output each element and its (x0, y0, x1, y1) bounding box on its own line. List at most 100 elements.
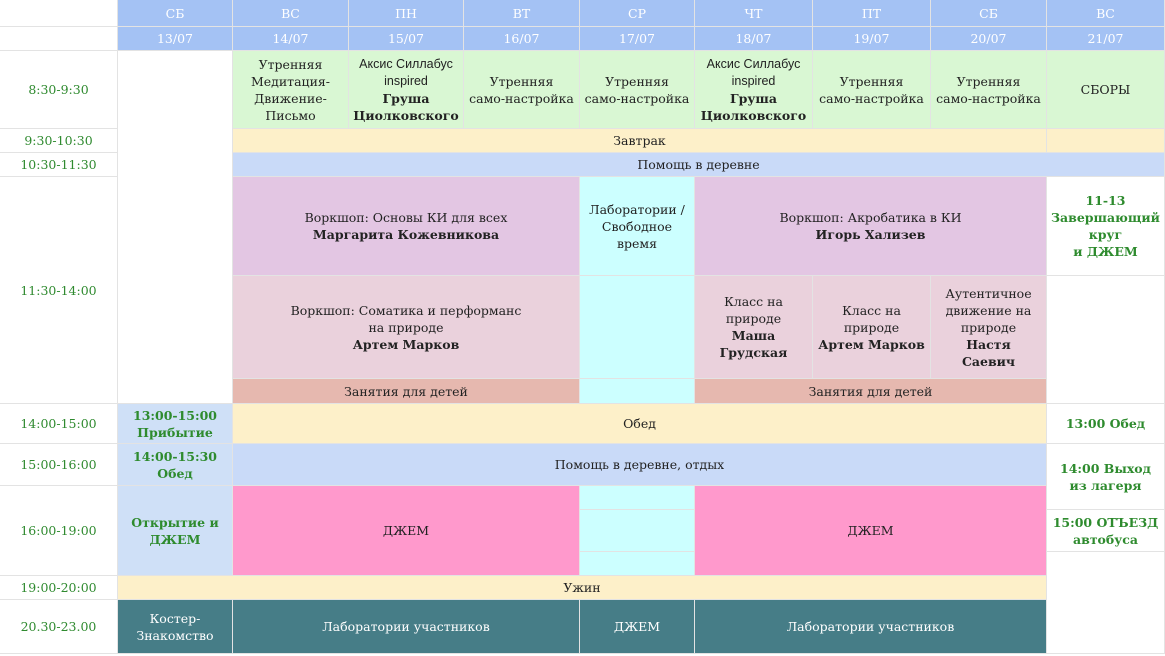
final-circle-cell: 11-13 Завершающий круг и ДЖЕМ (1047, 177, 1165, 276)
empty-cell (1047, 129, 1165, 153)
date-header: 20/07 (931, 27, 1047, 51)
day-header: ПН (349, 0, 464, 27)
arrival-time: 13:00-15:00 (133, 407, 217, 423)
event-cell: Утренняя само-настройка (931, 51, 1047, 129)
class-cell: Класс на природе Маша Грудская (695, 276, 813, 379)
event-cell: Утренняя само-настройка (580, 51, 695, 129)
date-header: 18/07 (695, 27, 813, 51)
date-header: 13/07 (118, 27, 233, 51)
workshop-lead: Игорь Хализев (815, 227, 926, 242)
class-cell: Аутентичное движение на природе Настя Са… (931, 276, 1047, 379)
arrival-lunch-cell: 14:00-15:30 Обед (118, 444, 233, 486)
arrival-lunch-time: 14:00-15:30 (133, 448, 217, 464)
event-title: Аксис Силлабус (706, 56, 801, 71)
event-title: само-настройка (469, 90, 574, 106)
final-circle-label: Завершающий круг (1051, 210, 1160, 242)
event-cell: СБОРЫ (1047, 51, 1165, 129)
labs-participants-cell: Лаборатории участников (695, 600, 1047, 654)
arrival-label: Прибытие (137, 424, 213, 440)
labs-cell (580, 276, 695, 379)
day-header: ВС (233, 0, 349, 27)
time-slot: 9:30-10:30 (0, 129, 118, 153)
event-title: СБОРЫ (1080, 82, 1131, 97)
time-slot: 20.30-23.00 (0, 600, 118, 654)
dinner-row: Ужин (118, 576, 1047, 600)
day-header: СБ (118, 0, 233, 27)
time-slot: 10:30-11:30 (0, 153, 118, 177)
event-cell: Утренняя само-настройка (813, 51, 931, 129)
day-header: СБ (931, 0, 1047, 27)
event-cell: Аксис Силлабус inspired Груша Циолковско… (695, 51, 813, 129)
time-slot: 15:00-16:00 (0, 444, 118, 486)
class-title: Класс на (842, 302, 901, 318)
labs-cell (580, 379, 695, 404)
workshop-cell: Воркшоп: Акробатика в КИ Игорь Хализев (695, 177, 1047, 276)
date-header: 19/07 (813, 27, 931, 51)
event-title: Аксис Силлабус (359, 56, 453, 71)
workshop-title: Воркшоп: Соматика и перформанс (290, 302, 522, 318)
event-title: само-настройка (584, 90, 690, 106)
kids-cell: Занятия для детей (695, 379, 1047, 404)
date-header: 15/07 (349, 27, 464, 51)
date-header: 16/07 (464, 27, 580, 51)
workshop-cell: Воркшоп: Основы КИ для всех Маргарита Ко… (233, 177, 580, 276)
date-header: 14/07 (233, 27, 349, 51)
time-slot: 16:00-19:00 (0, 486, 118, 576)
event-title: inspired (731, 73, 776, 88)
workshop-lead: Артем Марков (352, 336, 460, 352)
jam-cell: ДЖЕМ (233, 486, 580, 576)
event-cell: Аксис Силлабус inspired Груша Циолковско… (349, 51, 464, 129)
jam-cell: ДЖЕМ (695, 486, 1047, 576)
campfire-cell: Костер-Знакомство (118, 600, 233, 654)
class-title: Класс на (724, 294, 783, 309)
empty-cell (1047, 552, 1165, 654)
time-slot: 11:30-14:00 (0, 177, 118, 404)
class-cell: Класс на природе Артем Марков (813, 276, 931, 379)
opening-cell: Открытие и ДЖЕМ (118, 486, 233, 576)
workshop-lead: Маргарита Кожевникова (312, 227, 500, 242)
village-help-row: Помощь в деревне (233, 153, 1165, 177)
labs-cell (580, 552, 695, 576)
day-header: ВТ (464, 0, 580, 27)
class-lead: Маша Грудская (719, 328, 788, 360)
event-title: Утренняя (489, 73, 554, 89)
event-title: Утренняя (956, 73, 1021, 89)
event-lead: Циолковского (700, 107, 807, 123)
class-title: природе (725, 311, 782, 326)
time-slot: 14:00-15:00 (0, 404, 118, 444)
labs-participants-cell: Лаборатории участников (233, 600, 580, 654)
event-lead: Циолковского (353, 107, 459, 123)
event-title: Утренняя (839, 73, 904, 89)
labs-title: Лаборатории / Свободное время (589, 201, 685, 251)
event-title: Утренняя Медитация-Движение-Письмо (250, 56, 331, 123)
final-lunch: 13:00 Обед (1047, 404, 1165, 444)
jam-evening-cell: ДЖЕМ (580, 600, 695, 654)
event-cell: Утренняя Медитация-Движение-Письмо (233, 51, 349, 129)
date-header: 17/07 (580, 27, 695, 51)
arrival-lunch-label: Обед (157, 465, 193, 481)
labs-cell: Лаборатории / Свободное время (580, 177, 695, 276)
event-title: Утренняя (605, 73, 669, 89)
class-title: природе (843, 319, 900, 335)
day-header: ЧТ (695, 0, 813, 27)
class-lead: Настя Саевич (961, 336, 1016, 369)
village-rest-row: Помощь в деревне, отдых (233, 444, 1047, 486)
workshop-title: Воркшоп: Основы КИ для всех (304, 210, 508, 225)
corner-cell (0, 27, 118, 51)
workshop-title: на природе (368, 319, 444, 335)
final-leave: 14:00 Выход из лагеря (1047, 444, 1165, 510)
breakfast-row: Завтрак (233, 129, 1047, 153)
class-title: Аутентичное движение на природе (945, 285, 1032, 335)
event-cell: Утренняя само-настройка (464, 51, 580, 129)
day-header: ПТ (813, 0, 931, 27)
corner-cell (0, 0, 118, 27)
final-circle-jam: и ДЖЕМ (1073, 244, 1138, 259)
arrival-cell: 13:00-15:00 Прибытие (118, 404, 233, 444)
labs-cell (580, 510, 695, 552)
time-slot: 8:30-9:30 (0, 51, 118, 129)
empty-cell (1047, 276, 1165, 404)
day-header: СР (580, 0, 695, 27)
final-circle-time: 11-13 (1085, 193, 1126, 208)
event-title: inspired (384, 73, 428, 88)
